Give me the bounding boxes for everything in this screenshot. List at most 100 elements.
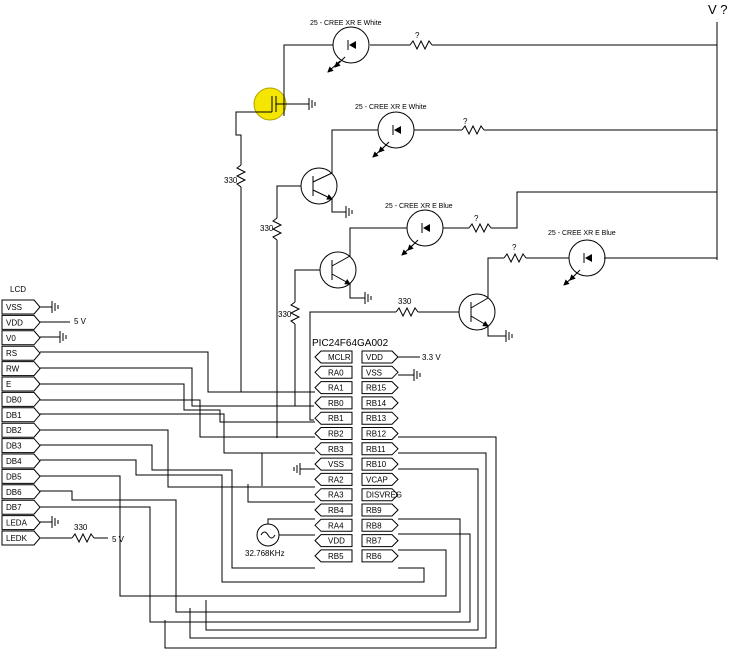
mcu-pin-label: RA1 — [328, 384, 344, 393]
lcd-pin-db0: DB0 — [1, 391, 41, 407]
ledk-resistor-label: 330 — [74, 523, 88, 532]
mcu-left-pin-rb5: RB5 — [314, 549, 353, 563]
lcd-pin-label: DB6 — [6, 488, 22, 497]
mcu-pin-label: RB5 — [328, 552, 344, 561]
mcu-right-pin-rb12: RB12 — [361, 427, 399, 440]
lcd-pin-label: E — [6, 380, 11, 389]
mcu-supply-label: 3.3 V — [422, 353, 441, 362]
lcd-pin-v0: V0 — [1, 330, 41, 346]
mcu-pin-label: VSS — [328, 460, 344, 469]
lcd-title: LCD — [10, 285, 26, 294]
base-resistor-label-3: 330 — [278, 310, 292, 319]
mcu-pin-label: RB14 — [366, 399, 387, 408]
lcd-pin-rw: RW — [1, 361, 41, 377]
mcu-pin-label: MCLR — [328, 353, 351, 362]
lcd-pin-ledk: LEDK — [1, 530, 41, 546]
mcu-pin-label: RB12 — [366, 430, 387, 439]
led-branch-2: 25 - CREE XR E White ? 330 — [260, 104, 717, 438]
lcd-pin-db7: DB7 — [1, 499, 41, 515]
led-label-3: 25 - CREE XR E Blue — [385, 203, 453, 210]
mcu-right-pin-rb7: RB7 — [361, 534, 399, 548]
mcu-left-pin-ra4: RA4 — [314, 518, 353, 532]
mcu-left-pin-rb3: RB3 — [314, 442, 353, 456]
mcu-left-pin-ra1: RA1 — [314, 381, 353, 395]
mcu-pin-label: RB3 — [328, 445, 344, 454]
mcu-pin-label: RA4 — [328, 521, 344, 530]
base-resistor-label-4: 330 — [398, 297, 412, 306]
mcu-pin-label: RB4 — [328, 506, 344, 515]
supply-label: V ? — [708, 2, 728, 17]
mcu-right-pin-rb13: RB13 — [361, 411, 399, 425]
crystal-label: 32.768KHz — [245, 549, 285, 558]
mcu-name: PIC24F64GA002 — [312, 338, 389, 349]
mcu-pin-label: RB15 — [366, 384, 387, 393]
led-resistor-label-3: ? — [474, 214, 479, 223]
lcd-pin-label: DB4 — [6, 457, 22, 466]
mcu-pin-label: RB2 — [328, 430, 344, 439]
lcd-pin-label: V0 — [6, 334, 16, 343]
mcu-right-pin-rb10: RB10 — [361, 457, 399, 471]
base-resistor-label-1: 330 — [224, 176, 238, 185]
lcd-pin-label: LEDA — [6, 519, 28, 528]
mcu-pin-label: RB6 — [366, 552, 382, 561]
mcu-pin-label: VDD — [366, 353, 383, 362]
mcu-pin-label: RB9 — [366, 506, 382, 515]
lcd-pin-label: DB7 — [6, 503, 22, 512]
lcd-pin-db6: DB6 — [1, 484, 41, 500]
mcu-right-pin-vdd: VDD — [361, 350, 399, 364]
lcd-pin-label: DB0 — [6, 395, 22, 404]
mcu-right-pin-vcap: VCAP — [361, 472, 399, 486]
lcd-pin-label: DB2 — [6, 426, 22, 435]
mcu-pin-label: RB1 — [328, 414, 344, 423]
mcu-left-pin-vdd: VDD — [314, 534, 353, 548]
base-resistor-label-2: 330 — [260, 224, 274, 233]
lcd-pin-db3: DB3 — [1, 438, 41, 454]
mcu-right-pin-rb6: RB6 — [361, 549, 399, 563]
mcu-pin-label: RB7 — [366, 537, 382, 546]
lcd-pin-rs: RS — [1, 345, 41, 361]
mcu-pin-label: RA2 — [328, 475, 344, 484]
led-label-2: 25 - CREE XR E White — [355, 104, 427, 111]
lcd-pin-leda: LEDA — [1, 515, 41, 531]
mcu-right-pin-vss: VSS — [361, 365, 399, 379]
mcu: PIC24F64GA002 MCLRRA0RA1RB0RB1RB2RB3VSSR… — [293, 338, 441, 563]
lcd-pin-vdd: VDD — [1, 314, 41, 330]
mcu-left-pin-ra0: RA0 — [314, 365, 353, 379]
led-label-4: 25 - CREE XR E Blue — [548, 230, 616, 237]
mcu-pin-label: RB8 — [366, 521, 382, 530]
mcu-left-pin-ra2: RA2 — [314, 472, 353, 486]
mcu-left-pin-rb2: RB2 — [314, 427, 353, 440]
mcu-left-pin-ra3: RA3 — [314, 488, 353, 502]
led-resistor-label-2: ? — [463, 117, 468, 126]
lcd-pin-label: DB5 — [6, 472, 22, 481]
lcd-pin-vss: VSS — [1, 299, 41, 315]
led-resistor-label-4: ? — [512, 243, 517, 252]
mcu-pin-label: DISVREG — [366, 491, 402, 500]
mcu-left-pin-rb1: RB1 — [314, 411, 353, 425]
led-label-1: 25 - CREE XR E White — [310, 20, 382, 27]
mcu-right-pin-rb11: RB11 — [361, 442, 399, 456]
mcu-pin-label: VSS — [366, 368, 382, 377]
lcd-pin-label: LEDK — [6, 534, 28, 543]
mcu-right-pin-rb8: RB8 — [361, 518, 399, 532]
mcu-pin-label: RB0 — [328, 399, 344, 408]
mcu-pin-label: VDD — [328, 537, 345, 546]
lcd-pin-db4: DB4 — [1, 453, 41, 469]
lcd-pin-e: E — [1, 376, 41, 392]
mcu-left-pin-vss: VSS — [314, 457, 353, 471]
mcu-pin-label: RA0 — [328, 368, 344, 377]
lcd-pin-label: VSS — [6, 303, 22, 312]
mcu-pin-label: VCAP — [366, 475, 388, 484]
lcd-vdd-label: 5 V — [74, 317, 87, 326]
mcu-pin-label: RA3 — [328, 491, 344, 500]
lcd-pin-label: RW — [6, 365, 20, 374]
lcd-pin-db5: DB5 — [1, 468, 41, 484]
lcd-pin-label: DB1 — [6, 411, 22, 420]
lcd-pin-label: DB3 — [6, 442, 22, 451]
mcu-pin-label: RB10 — [366, 460, 387, 469]
